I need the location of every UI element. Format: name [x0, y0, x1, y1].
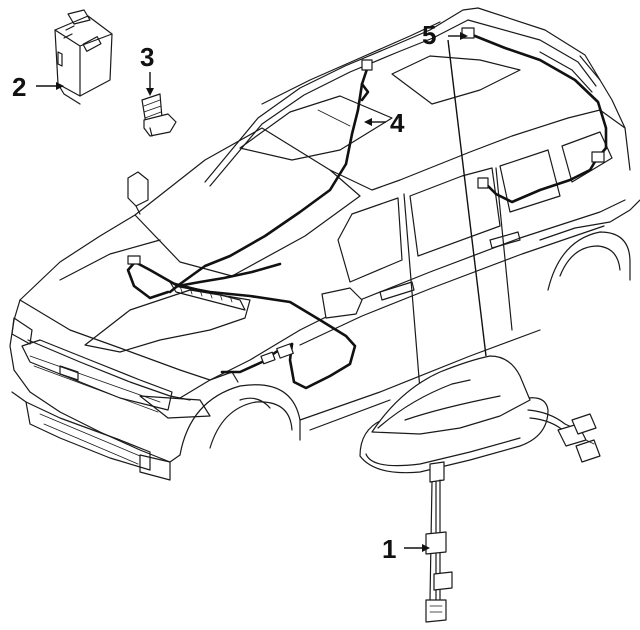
- antenna-module: [54, 9, 113, 105]
- callout-leaders: [36, 32, 487, 552]
- callout-5: 5: [422, 20, 436, 50]
- bolt: [141, 93, 177, 137]
- callout-labels: 1 2 3 4 5: [12, 20, 436, 564]
- callout-3: 3: [140, 42, 154, 72]
- antenna-assembly: [359, 355, 601, 623]
- callout-2: 2: [12, 72, 26, 102]
- callout-4: 4: [390, 108, 405, 138]
- callout-1: 1: [382, 534, 396, 564]
- antenna-cable-routing: [126, 27, 608, 390]
- vehicle-body: [9, 7, 640, 481]
